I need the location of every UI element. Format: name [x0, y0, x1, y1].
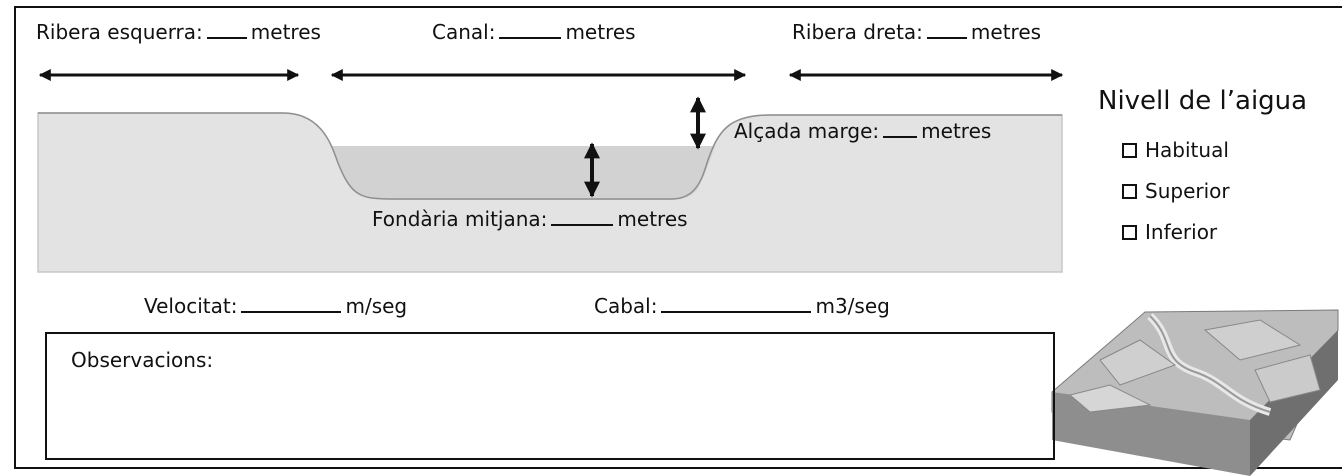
velocity-blank[interactable] — [241, 295, 342, 313]
option-inferior[interactable]: Inferior — [1122, 222, 1217, 242]
river-landscape-icon — [1051, 309, 1339, 476]
option-habitual[interactable]: Habitual — [1122, 140, 1229, 160]
water-level-title: Nivell de l’aigua — [1098, 86, 1308, 116]
channel-blank[interactable] — [499, 21, 562, 39]
checkbox-habitual[interactable] — [1122, 143, 1137, 158]
worksheet-frame — [14, 6, 1342, 469]
bank-height-label: Alçada marge:metres — [734, 119, 992, 143]
flow-blank[interactable] — [661, 295, 812, 313]
checkbox-superior[interactable] — [1122, 184, 1137, 199]
bank-height-blank[interactable] — [883, 120, 918, 138]
velocity-label: Velocitat:m/seg — [144, 294, 408, 318]
right-bank-blank[interactable] — [926, 21, 967, 39]
option-superior[interactable]: Superior — [1122, 181, 1230, 201]
mean-depth-label: Fondària mitjana:metres — [372, 207, 688, 231]
checkbox-inferior[interactable] — [1122, 225, 1137, 240]
water-body — [331, 146, 715, 199]
mean-depth-blank[interactable] — [551, 208, 614, 226]
left-bank-label: Ribera esquerra:metres — [36, 20, 321, 44]
channel-label: Canal:metres — [432, 20, 636, 44]
left-bank-blank[interactable] — [206, 21, 247, 39]
observations-box[interactable]: Observacions: — [45, 332, 1055, 460]
flow-label: Cabal:m3/seg — [594, 294, 890, 318]
right-bank-label: Ribera dreta:metres — [792, 20, 1042, 44]
observations-label: Observacions: — [71, 348, 214, 372]
